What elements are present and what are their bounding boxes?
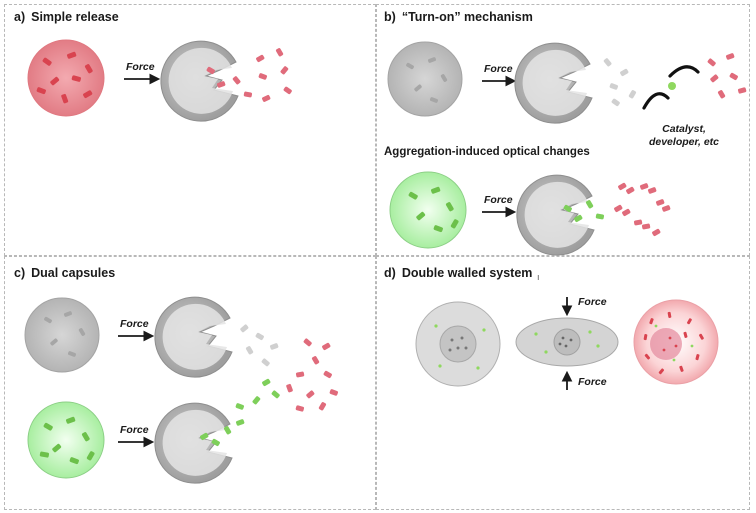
panel-a-released-particles xyxy=(206,48,292,102)
panel-b-ruptured-shell-2 xyxy=(516,174,595,256)
panel-b-ruptured-shell xyxy=(514,42,593,124)
panel-b-catalyst-note: Catalyst, developer, etc xyxy=(634,123,734,149)
panel-b-title-text: “Turn-on” mechanism xyxy=(401,10,533,24)
panel-c-released-grey-particles xyxy=(240,324,279,367)
panel-b-title: b) “Turn-on” mechanism xyxy=(384,10,533,24)
panel-d-double-walled-capsule xyxy=(415,301,501,387)
panel-c-letter: c) xyxy=(14,266,26,280)
panel-a-ruptured-shell xyxy=(160,40,239,122)
panel-b-released-red-particles xyxy=(707,53,747,99)
panel-a-force-label: Force xyxy=(126,61,155,73)
panel-b-catalyst-note-line2: developer, etc xyxy=(648,136,720,148)
panel-d-letter: d) xyxy=(384,266,396,280)
panel-c-force-label-2: Force xyxy=(120,424,149,436)
panel-d-compressed-capsule xyxy=(515,317,619,367)
panel-d-tick-mark: ı xyxy=(537,272,540,282)
panel-a-title: a) Simple release xyxy=(14,10,119,24)
panel-b-subtitle: Aggregation-induced optical changes xyxy=(384,146,590,158)
panel-b-catalyst-note-line1: Catalyst, xyxy=(662,123,706,135)
panel-c-exiting-green-particles xyxy=(200,419,245,447)
panel-c-ruptured-shell-2 xyxy=(154,402,233,484)
panel-c-ruptured-shell xyxy=(154,296,233,378)
panel-b-force-label-2: Force xyxy=(484,194,513,206)
panel-d-title-text: Double walled system xyxy=(401,266,533,280)
panel-d-force-label-bottom: Force xyxy=(578,376,607,388)
panel-a-intact-red-capsule xyxy=(27,39,105,117)
panel-b-released-grey-particles xyxy=(603,58,637,107)
panel-b-intact-green-capsule xyxy=(389,171,467,249)
panel-a xyxy=(4,4,376,256)
panel-a-title-text: Simple release xyxy=(31,10,119,24)
panel-c-title: c) Dual capsules xyxy=(14,266,115,280)
panel-c-intact-grey-capsule xyxy=(24,297,100,373)
panel-b-intact-grey-capsule xyxy=(387,41,463,117)
panel-c-force-label: Force xyxy=(120,318,149,330)
panel-b-letter: b) xyxy=(384,10,396,24)
panel-d-force-label-top: Force xyxy=(578,296,607,308)
panel-b-catalyst-clamp xyxy=(642,65,700,110)
panel-b xyxy=(376,4,750,256)
panel-c-released-green-particles xyxy=(235,378,280,410)
panel-a-letter: a) xyxy=(14,10,26,24)
panel-c xyxy=(4,256,376,510)
panel-b-released-green-particles xyxy=(563,200,605,223)
panel-c-intact-green-capsule xyxy=(27,401,105,479)
panel-c-released-red-particles xyxy=(286,338,339,412)
panel-b-force-label: Force xyxy=(484,63,513,75)
panel-c-title-text: Dual capsules xyxy=(31,266,116,280)
panel-d-ruptured-pink-capsule xyxy=(633,299,719,385)
panel-b-aggregated-particles xyxy=(614,182,671,237)
panel-d xyxy=(376,256,750,510)
panel-d-title: d) Double walled system xyxy=(384,266,532,280)
